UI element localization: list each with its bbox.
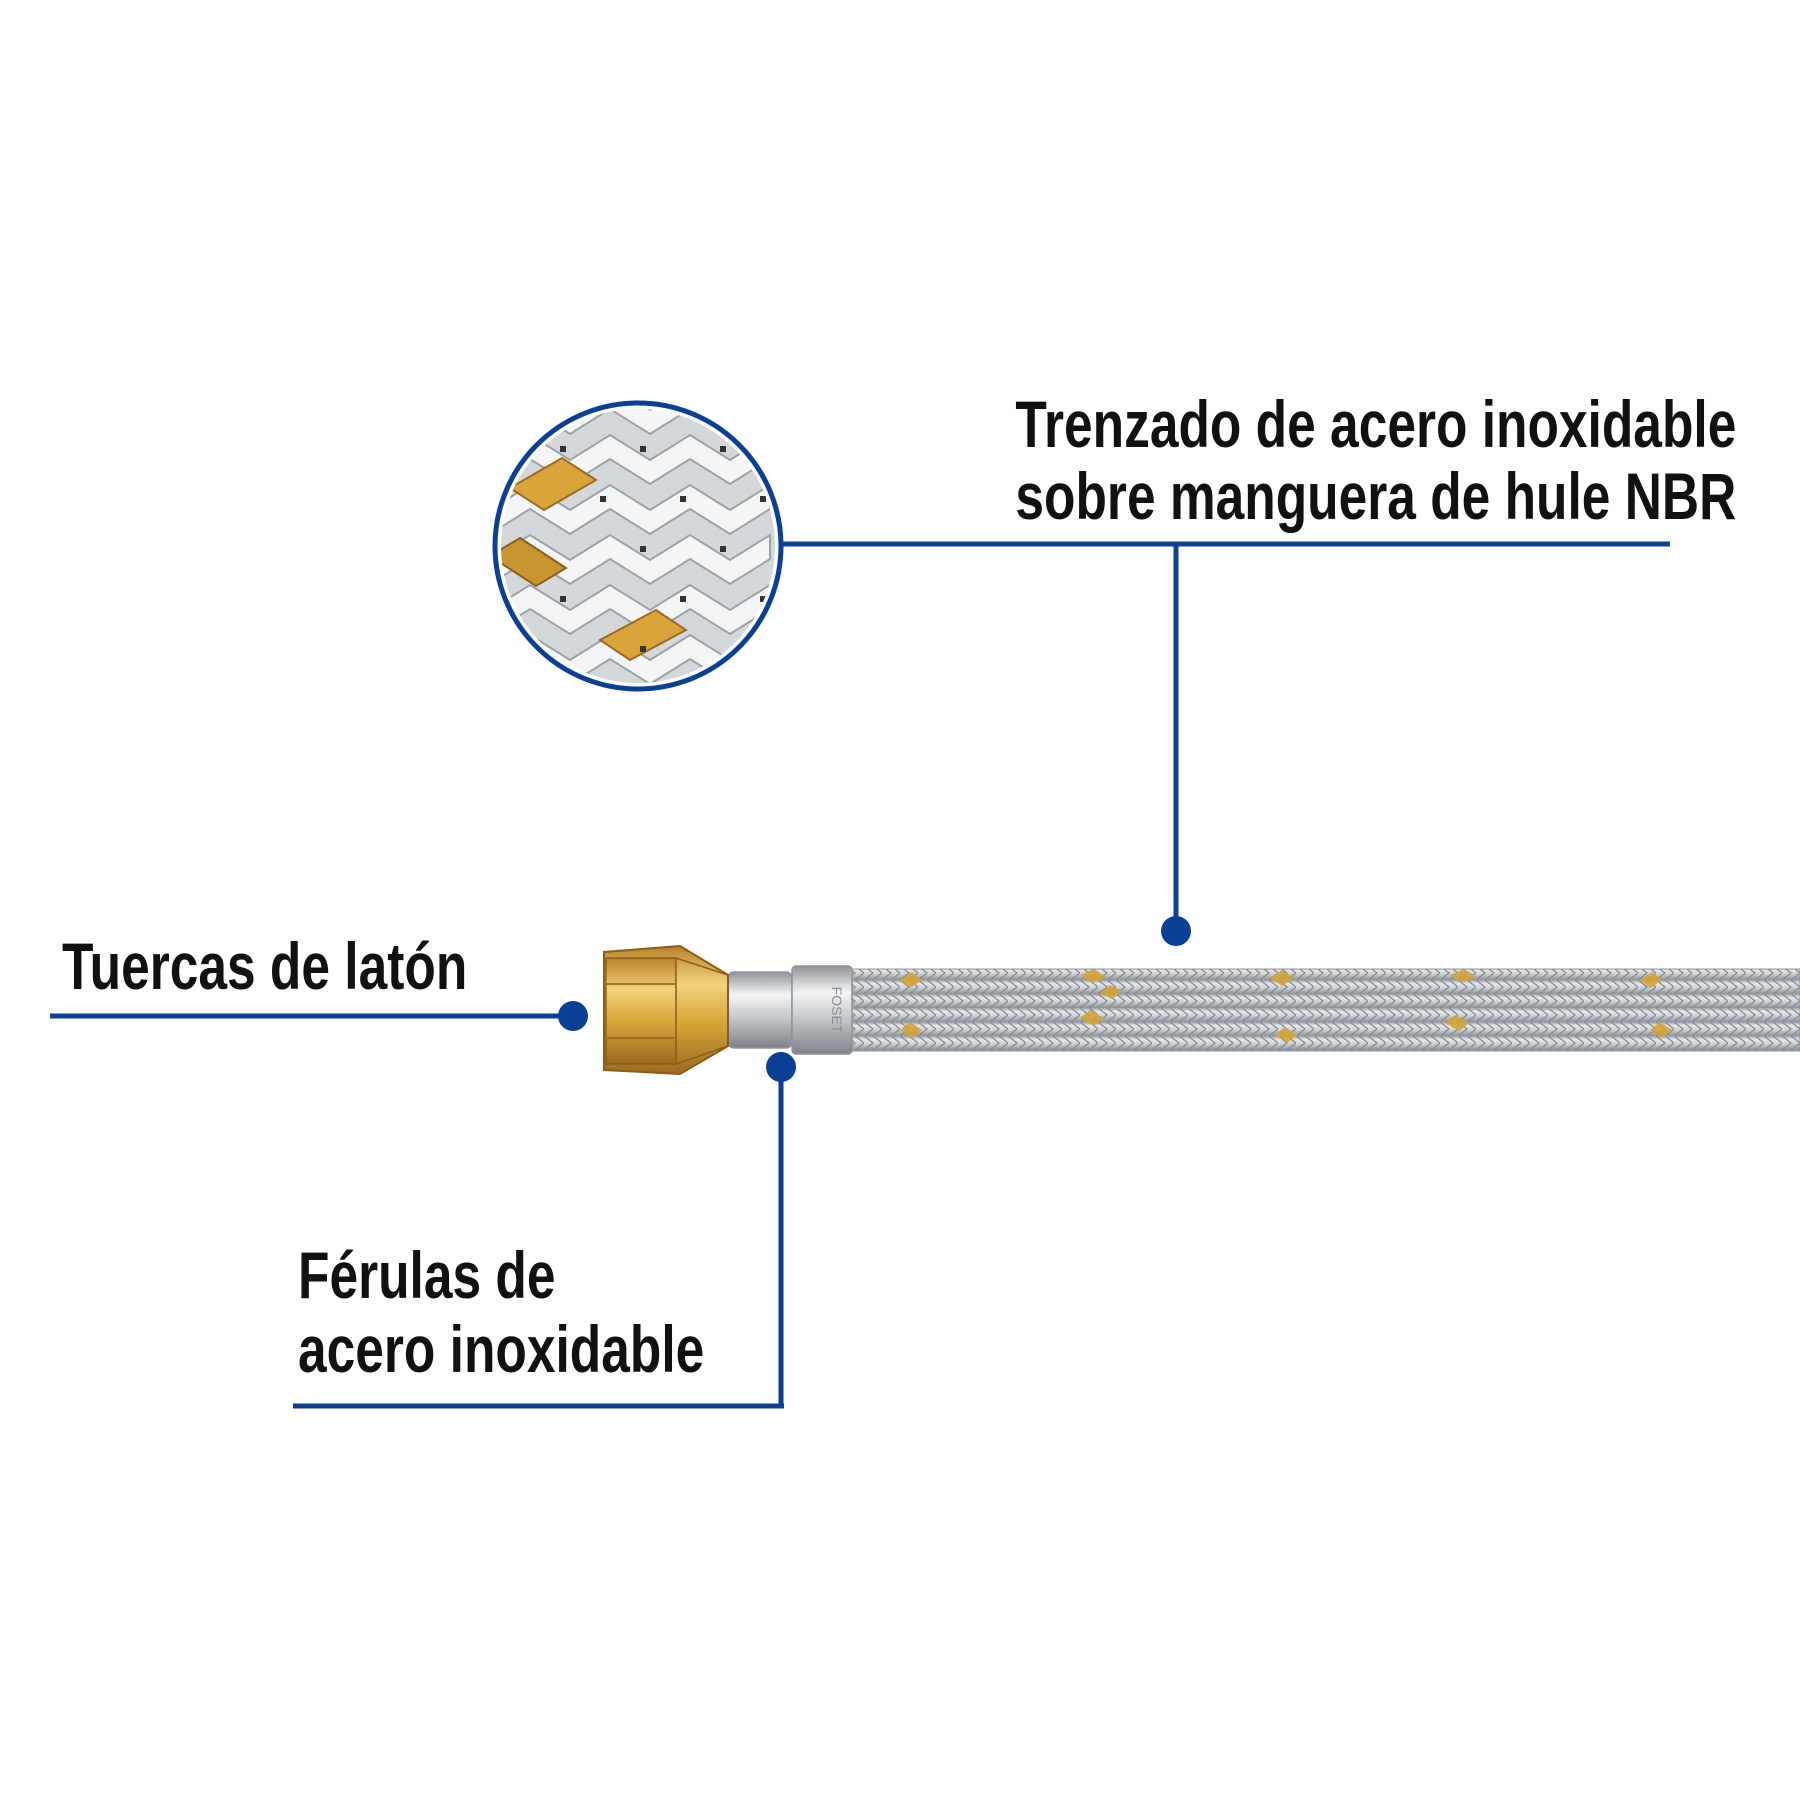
ferrules-callout-line1: Férulas de xyxy=(298,1238,556,1312)
ferrules-callout-label: Férulas de acero inoxidable xyxy=(298,1238,704,1386)
product-marking: FOSET xyxy=(829,987,845,1034)
brass-nut-icon xyxy=(603,944,729,1076)
ferrules-callout-dot xyxy=(766,1052,796,1082)
nuts-callout-dot xyxy=(558,1001,588,1031)
braid-callout-line1: Trenzado de acero inoxidable xyxy=(1015,387,1737,461)
braided-hose-icon xyxy=(849,968,1800,1052)
nuts-callout-line1: Tuercas de latón xyxy=(62,929,468,1003)
nuts-callout-label: Tuercas de latón xyxy=(62,930,467,1002)
callout-lines xyxy=(50,541,1670,1409)
ferrule-icon: FOSET xyxy=(727,965,853,1055)
callout-dots xyxy=(558,916,1191,1082)
braid-callout-dot xyxy=(1161,916,1191,946)
braid-callout-line2: sobre manguera de hule NBR xyxy=(1015,459,1737,533)
braid-closeup-icon xyxy=(492,400,784,692)
braid-callout-label: Trenzado de acero inoxidable sobre mangu… xyxy=(1015,387,1737,533)
ferrules-callout-line2: acero inoxidable xyxy=(298,1312,705,1386)
